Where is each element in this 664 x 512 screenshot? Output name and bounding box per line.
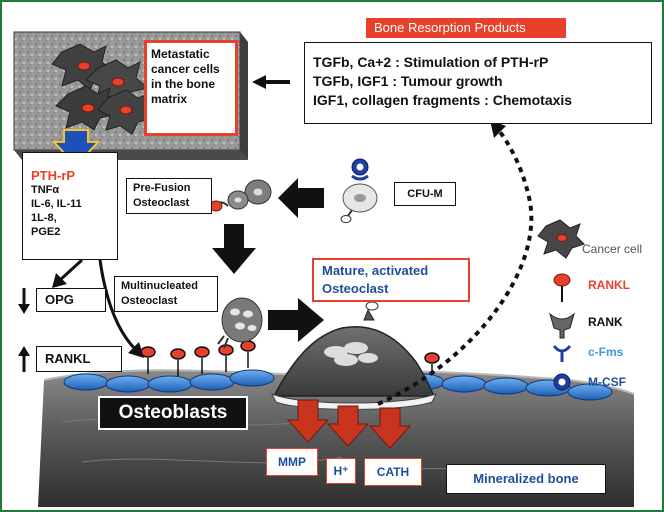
pthrp-title: PTH-rP — [31, 168, 76, 183]
secreted-cath: CATH — [364, 458, 422, 486]
secreted-mmp: MMP — [266, 448, 318, 476]
resorption-products-title: Bone Resorption Products — [364, 16, 568, 40]
factor-item: PGE2 — [31, 226, 61, 238]
resorption-line: TGFb, IGF1 : Tumour growth — [313, 73, 503, 89]
pthrp-factor-box: PTH-rP TNFα IL-6, IL-11 1L-8, PGE2 — [22, 152, 118, 260]
cfu-m-cell — [340, 158, 378, 223]
mature-osteoclast-label: Mature, activated Osteoclast — [312, 258, 470, 302]
c-fms-icon — [552, 345, 572, 362]
mature-osteoclast-cell — [270, 301, 437, 410]
opg-label: OPG — [36, 288, 106, 312]
secreted-hydrogen: H⁺ — [326, 458, 356, 484]
pthrp-to-opg-arrow — [52, 258, 84, 288]
factor-item: 1L-8, — [31, 212, 57, 224]
cfu-m-label: CFU-M — [394, 182, 456, 206]
legend-rank-label: RANK — [588, 315, 623, 329]
legend-c-fms-label: c-Fms — [588, 345, 624, 359]
resorption-products-box: TGFb, Ca+2 : Stimulation of PTH-rP TGFb,… — [304, 42, 652, 124]
m-csf-icon — [553, 373, 571, 391]
rankl-icon — [553, 273, 571, 302]
opg-down-arrow — [18, 288, 30, 314]
mineralized-bone-label: Mineralized bone — [446, 464, 606, 494]
factor-item: TNFα — [31, 184, 60, 196]
legend-rankl-label: RANKL — [588, 278, 630, 292]
resorption-to-matrix-arrow — [252, 75, 290, 89]
cancer-cell-cluster — [51, 43, 156, 135]
secretion-arrows — [286, 399, 412, 449]
multinucleated-to-mature-arrow — [268, 298, 324, 342]
legend-cancer-cell-label: Cancer cell — [582, 242, 643, 256]
osteoblast-layer-left — [63, 369, 275, 393]
metastatic-label-box: Metastatic cancer cells in the bone matr… — [144, 40, 238, 136]
rankl-on-osteoblasts — [140, 340, 440, 376]
cfu-to-prefusion-arrow — [278, 178, 324, 218]
cancer-cell-icon — [537, 219, 585, 259]
osteoblasts-label: Osteoblasts — [98, 396, 248, 430]
pre-fusion-osteoclast-cells — [209, 179, 272, 212]
pthrp-to-osteoblast-arrow — [98, 259, 144, 358]
resorption-line: IGF1, collagen fragments : Chemotaxis — [313, 92, 573, 108]
rank-icon — [549, 312, 575, 339]
prefusion-to-multinucleated-arrow — [212, 224, 256, 274]
rankl-regulation-label: RANKL — [36, 346, 122, 372]
legend-m-csf-label: M-CSF — [588, 375, 626, 389]
pre-fusion-osteoclast-label: Pre-Fusion Osteoclast — [126, 178, 212, 214]
multinucleated-osteoclast-label: Multinucleated Osteoclast — [114, 276, 218, 312]
resorption-line: TGFb, Ca+2 : Stimulation of PTH-rP — [313, 54, 549, 70]
rankl-up-arrow — [18, 346, 30, 372]
feedback-dotted-arrow — [377, 120, 534, 406]
factor-item: IL-6, IL-11 — [31, 198, 82, 210]
multinucleated-osteoclast-cell — [217, 297, 263, 349]
